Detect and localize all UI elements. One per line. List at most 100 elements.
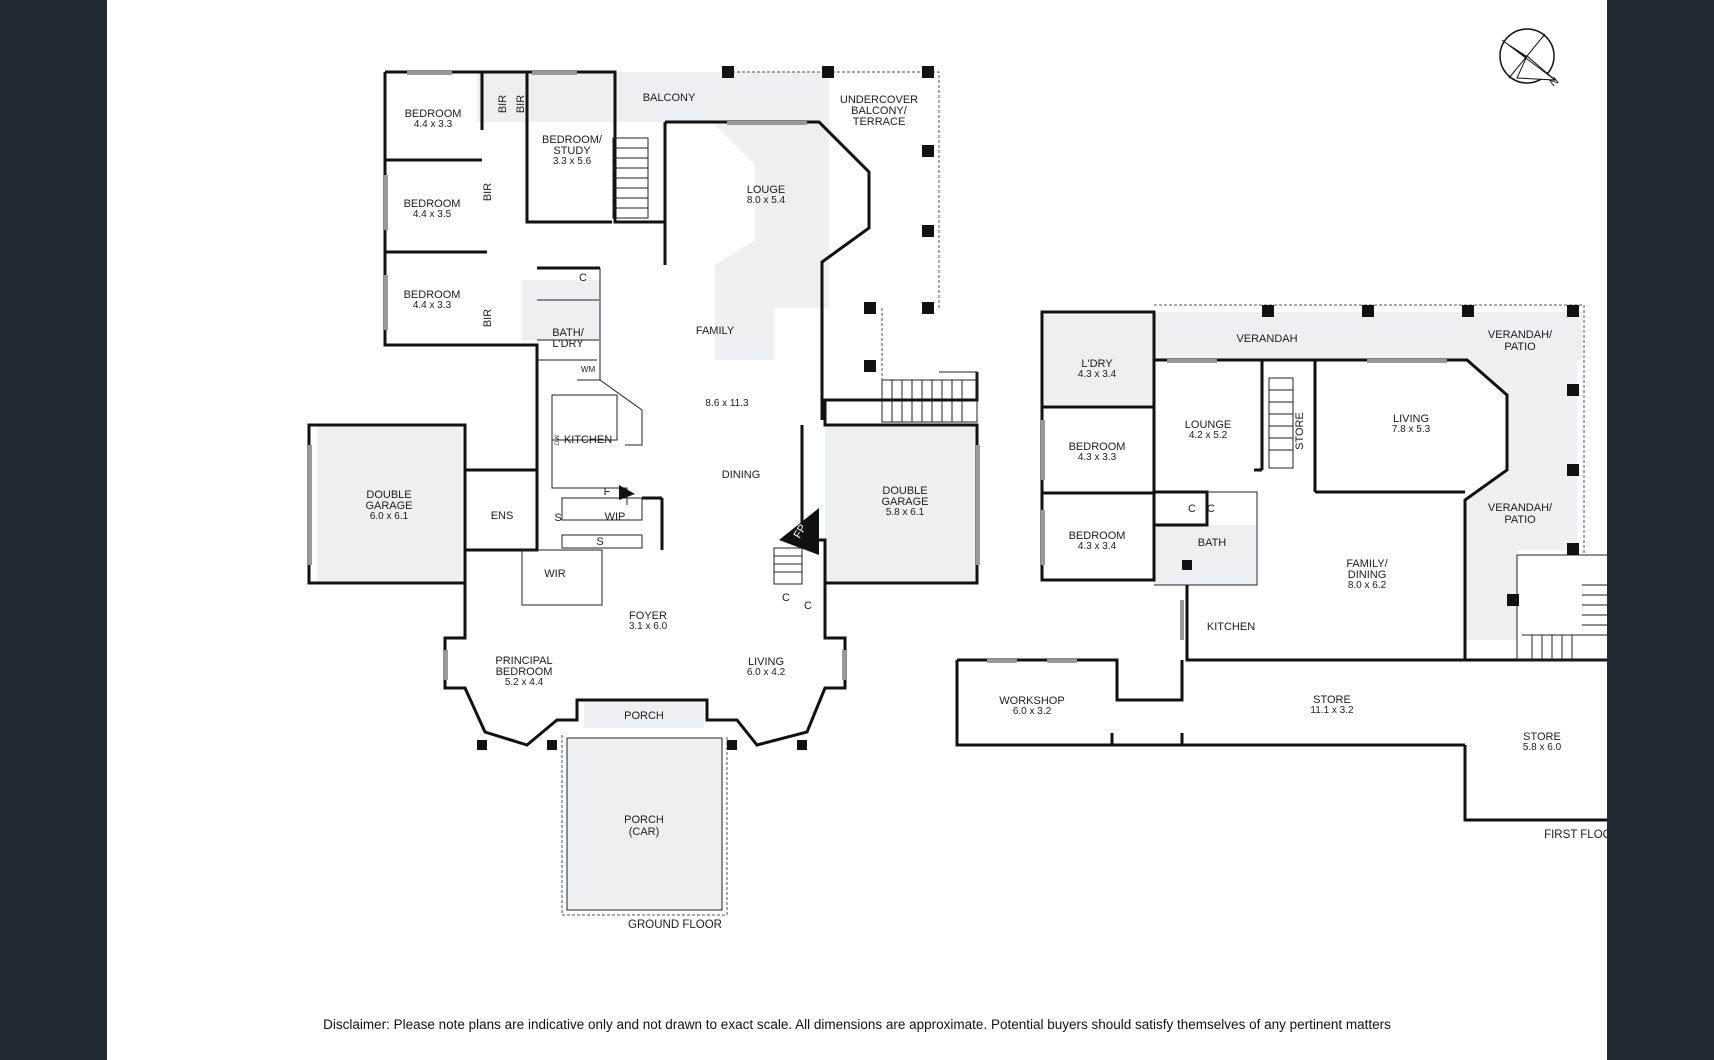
ground-floor-labels: BEDROOM 4.4 x 3.3 BEDROOM/ STUDY 3.3 x 5… [365, 92, 928, 931]
ff-ldry-dim: 4.3 x 3.4 [1078, 369, 1117, 380]
ff-c-label-1: C [1188, 503, 1196, 515]
gf-garage-left-dim: 6.0 x 6.1 [370, 511, 409, 522]
ff-verandah-name: VERANDAH [1236, 333, 1297, 345]
ff-ldry-name: L'DRY [1081, 358, 1113, 370]
gf-dining-name: DINING [722, 469, 761, 481]
gf-kitchen-name: KITCHEN [564, 434, 612, 446]
ff-bedroom2-name: BEDROOM [1069, 530, 1126, 542]
bath-ldry-area [522, 280, 600, 340]
ff-store-small-name: STORE [1294, 412, 1306, 450]
gf-bedroom1-dim: 4.4 x 3.3 [414, 119, 453, 130]
gf-louge-dim: 8.0 x 5.4 [747, 195, 786, 206]
gf-bir-label-2: BIR [515, 95, 527, 113]
gf-bedroom-study-name2: STUDY [553, 145, 591, 157]
gf-s-label-1: S [554, 512, 561, 524]
ff-verandah-patio-top-name2: PATIO [1504, 341, 1536, 353]
garage-left-area [317, 425, 462, 583]
stairs-ground-terrace [881, 379, 978, 423]
bath-area-ff [1154, 525, 1256, 585]
gf-foyer-dim: 3.1 x 6.0 [629, 621, 668, 632]
gf-garage-left-name1: DOUBLE [366, 489, 411, 501]
gf-bath-ldry-name1: BATH/ [552, 327, 585, 339]
gf-c-label-3: C [804, 600, 812, 612]
gf-garage-right-dim: 5.8 x 6.1 [886, 507, 925, 518]
verandah-patio-area [1465, 360, 1577, 640]
gf-bath-ldry-name2: L'DRY [552, 338, 584, 350]
gf-bir-label-3: BIR [482, 183, 494, 201]
ff-c-label-2: C [1207, 503, 1215, 515]
gf-undercover-name1: UNDERCOVER [840, 94, 918, 106]
windows-first [987, 359, 1447, 663]
stairs-first-patio [1516, 554, 1607, 661]
gf-wip-name: WIP [605, 511, 626, 523]
ff-lounge-dim: 4.2 x 5.2 [1189, 430, 1228, 441]
gf-porch-name: PORCH [624, 710, 664, 722]
gf-garage-right-name1: DOUBLE [882, 485, 927, 497]
ff-store-long-dim: 11.1 x 3.2 [1310, 705, 1354, 716]
gf-garage-right-name2: GARAGE [881, 496, 928, 508]
gf-bedroom3-name: BEDROOM [404, 289, 461, 301]
stairs-first-store [1268, 377, 1294, 469]
ff-lounge-name: LOUNGE [1185, 419, 1231, 431]
terrace-posts [477, 66, 934, 750]
floor-plan-sheet: .wall { fill:none; stroke:#111; stroke-w… [107, 0, 1607, 1060]
ff-store-long-name: STORE [1313, 694, 1351, 706]
ff-verandah-patio-mid-name1: VERANDAH/ [1488, 502, 1553, 514]
gf-undercover-name2: BALCONY/ [851, 105, 908, 117]
gf-f-label: F [604, 486, 611, 498]
windows-ground [308, 71, 980, 680]
north-arrow-icon: N [1499, 28, 1562, 89]
ground-floor-caption: GROUND FLOOR [628, 919, 722, 931]
first-floor-labels: L'DRY 4.3 x 3.4 VERANDAH VERANDAH/ PATIO… [999, 329, 1607, 841]
ff-workshop-dim: 6.0 x 3.2 [1013, 706, 1052, 717]
ff-family-dining-dim: 8.0 x 6.2 [1348, 580, 1387, 591]
ff-bedroom2-dim: 4.3 x 3.4 [1078, 541, 1117, 552]
ff-family-dining-name2: DINING [1348, 569, 1387, 581]
gf-louge-name: LOUGE [747, 184, 786, 196]
gf-undercover-name3: TERRACE [853, 116, 906, 128]
verandah-area [1154, 312, 1582, 360]
gf-living-name: LIVING [748, 656, 784, 668]
first-floor-caption: FIRST FLOOR [1544, 829, 1607, 841]
garage-right-area [825, 425, 975, 582]
fireplace-mark [779, 508, 819, 555]
gf-garage-left-name2: GARAGE [365, 500, 412, 512]
ff-store-corner-dim: 5.8 x 6.0 [1523, 742, 1562, 753]
gf-wm-label: WM [581, 365, 596, 374]
gf-c-label-2: C [782, 592, 790, 604]
gf-bedroom-study-dim: 3.3 x 5.6 [553, 156, 592, 167]
gf-bedroom2-name: BEDROOM [404, 198, 461, 210]
gf-porch-car-name2: (CAR) [629, 826, 660, 838]
gf-porch-car-name1: PORCH [624, 814, 664, 826]
gf-ens-name: ENS [491, 510, 514, 522]
gf-principal-dim: 5.2 x 4.4 [505, 677, 544, 688]
ff-kitchen-name: KITCHEN [1207, 621, 1255, 633]
gf-balcony-name: BALCONY [643, 92, 696, 104]
stairs-ground-foyer [773, 547, 803, 585]
gf-family-name: FAMILY [696, 325, 735, 337]
ff-workshop-name: WORKSHOP [999, 695, 1064, 707]
ff-bedroom1-dim: 4.3 x 3.3 [1078, 452, 1117, 463]
gf-s-label-2: S [596, 536, 603, 548]
gf-bedroom2-dim: 4.4 x 3.5 [413, 209, 452, 220]
ff-family-dining-name1: FAMILY/ [1346, 558, 1388, 570]
ground-floor-plan [307, 66, 980, 916]
gf-bedroom-study-name1: BEDROOM/ [542, 134, 603, 146]
fridge-mark [619, 485, 635, 500]
ff-store-corner-name: STORE [1523, 731, 1561, 743]
ff-living-name: LIVING [1393, 413, 1429, 425]
ff-verandah-patio-mid-name2: PATIO [1504, 514, 1536, 526]
ff-living-dim: 7.8 x 5.3 [1392, 424, 1431, 435]
gf-c-label-1: C [579, 272, 587, 284]
ff-verandah-patio-top-name1: VERANDAH/ [1488, 329, 1553, 341]
floor-plan-drawing: .wall { fill:none; stroke:#111; stroke-w… [307, 28, 1607, 931]
disclaimer-text: Disclaimer: Please note plans are indica… [323, 1017, 1391, 1032]
terrace-area [712, 72, 829, 360]
verandah-posts [1182, 305, 1579, 606]
first-floor-plan [955, 304, 1607, 822]
gf-principal-name1: PRINCIPAL [495, 655, 552, 667]
ldry-area [1044, 315, 1154, 405]
north-letter: N [1548, 75, 1562, 89]
gf-principal-name2: BEDROOM [496, 666, 553, 678]
gf-bir-label-4: BIR [482, 309, 494, 327]
